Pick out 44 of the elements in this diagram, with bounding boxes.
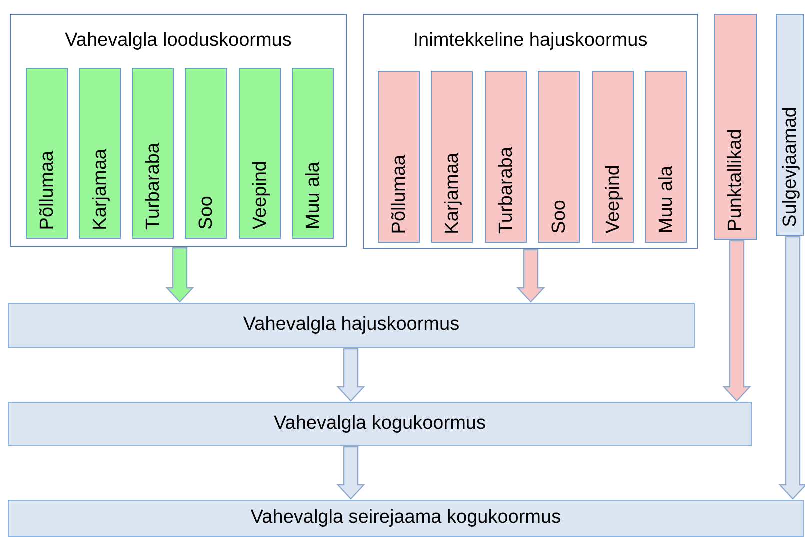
group-box bbox=[363, 14, 698, 249]
bar-label: Soo bbox=[196, 196, 216, 230]
block-arrow bbox=[166, 247, 194, 303]
category-bar bbox=[239, 68, 281, 239]
box-label: Vahevalgla hajuskoormus bbox=[243, 313, 460, 338]
bar-label: Muu ala bbox=[656, 166, 676, 234]
bar-label: Karjamaa bbox=[442, 152, 462, 234]
group-title: Inimtekkeline hajuskoormus bbox=[412, 29, 649, 53]
bar-label: Veepind bbox=[604, 165, 622, 234]
category-bar bbox=[485, 71, 527, 243]
category-bar bbox=[79, 68, 121, 239]
bar-label: Punktallikad bbox=[726, 128, 745, 231]
block-arrow bbox=[722, 240, 752, 402]
category-bar bbox=[292, 68, 334, 239]
group-title: Vahevalgla looduskoormus bbox=[64, 29, 293, 53]
category-bar bbox=[26, 68, 68, 239]
block-arrow bbox=[516, 249, 546, 303]
box-label: Vahevalgla seirejaama kogukoormus bbox=[250, 506, 562, 530]
box-label: Vahevalgla kogukoormus bbox=[274, 412, 486, 436]
bar-label: Põllumaa bbox=[38, 150, 56, 230]
category-bar bbox=[132, 68, 174, 239]
bar-label: Turbaraba bbox=[496, 147, 516, 234]
block-arrow bbox=[336, 348, 366, 402]
category-bar bbox=[538, 71, 580, 243]
bar-label: Põllumaa bbox=[390, 154, 408, 234]
category-bar bbox=[645, 71, 687, 243]
category-bar bbox=[185, 68, 227, 239]
block-arrow bbox=[336, 446, 366, 500]
category-bar bbox=[378, 71, 420, 243]
category-bar bbox=[776, 14, 804, 236]
bar-label: Muu ala bbox=[304, 162, 322, 230]
category-bar bbox=[714, 14, 757, 240]
category-bar bbox=[592, 71, 634, 243]
category-bar bbox=[431, 71, 473, 243]
bar-label: Turbaraba bbox=[144, 143, 162, 230]
bar-label: Karjamaa bbox=[90, 148, 110, 230]
process-box bbox=[8, 402, 752, 446]
process-box bbox=[8, 500, 804, 537]
block-arrow bbox=[778, 236, 805, 500]
bar-label: Veepind bbox=[250, 161, 270, 230]
bar-label: Soo bbox=[550, 200, 568, 234]
group-box bbox=[10, 14, 347, 247]
bar-label: Sulgevjaamad bbox=[780, 106, 800, 227]
process-box bbox=[8, 303, 695, 348]
